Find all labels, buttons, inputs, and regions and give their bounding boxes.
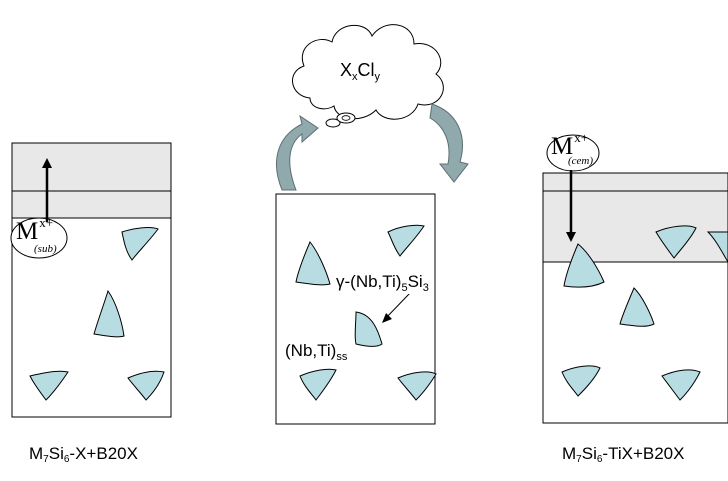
gamma-pre: γ-(Nb,Ti) — [336, 272, 402, 291]
cycle-arrows — [275, 103, 469, 191]
caption-left-m: M — [29, 444, 44, 463]
ion-cem-subscript: (cem) — [568, 155, 594, 167]
cloud — [292, 24, 444, 128]
right-curved-arrow — [429, 103, 469, 183]
cloud-x: X — [340, 60, 353, 80]
ion-cem-charge: x+ — [574, 130, 589, 145]
ion-sub-bubble — [10, 217, 68, 259]
cloud-cl: Cl — [357, 60, 375, 80]
ss-phase-label: (Nb,Ti)ss — [285, 341, 347, 363]
caption-right-sub1: 7 — [576, 454, 582, 465]
ion-sub-symbol: M — [16, 218, 39, 245]
cloud-y-sub: y — [374, 71, 381, 83]
caption-right-m: M — [562, 444, 577, 463]
ss-sub: ss — [336, 351, 348, 363]
left-grains — [29, 227, 165, 401]
caption-right-sub2: 6 — [596, 454, 603, 465]
gamma-si: Si — [407, 272, 423, 291]
gamma-phase-label: γ-(Nb,Ti)5Si3 — [336, 272, 429, 294]
ion-sub-subscript: (sub) — [34, 243, 57, 255]
caption-left-sub2: 6 — [63, 454, 70, 465]
left-surface-layer — [11, 142, 172, 219]
caption-left-si: Si — [48, 444, 64, 463]
middle-grains — [295, 224, 437, 401]
caption-right-rest: -TiX+B20X — [602, 444, 685, 463]
ion-sub-label: Mx+ — [16, 215, 54, 246]
cloud-formula: XxCly — [340, 60, 380, 83]
caption-left-rest: -X+B20X — [69, 444, 138, 463]
gamma-sub1: 5 — [401, 282, 408, 294]
ion-cem-bubble — [546, 134, 600, 172]
right-grains — [561, 225, 728, 401]
caption-left-sub1: 7 — [43, 454, 49, 465]
left-curved-arrow — [275, 114, 319, 191]
caption-right-si: Si — [581, 444, 597, 463]
ion-cem-label: Mx+ — [551, 130, 589, 161]
caption-left: M7Si6-X+B20X — [29, 444, 138, 465]
caption-right: M7Si6-TiX+B20X — [562, 444, 684, 465]
right-surface-layer — [542, 172, 728, 263]
ion-cem-symbol: M — [551, 133, 574, 160]
gamma-sub2: 3 — [422, 282, 429, 294]
ss-pre: (Nb,Ti) — [285, 341, 337, 360]
left-panel — [10, 142, 172, 418]
right-panel — [542, 134, 728, 424]
cloud-x-sub: x — [352, 71, 358, 83]
middle-panel — [275, 193, 437, 425]
ion-sub-charge: x+ — [39, 215, 54, 230]
